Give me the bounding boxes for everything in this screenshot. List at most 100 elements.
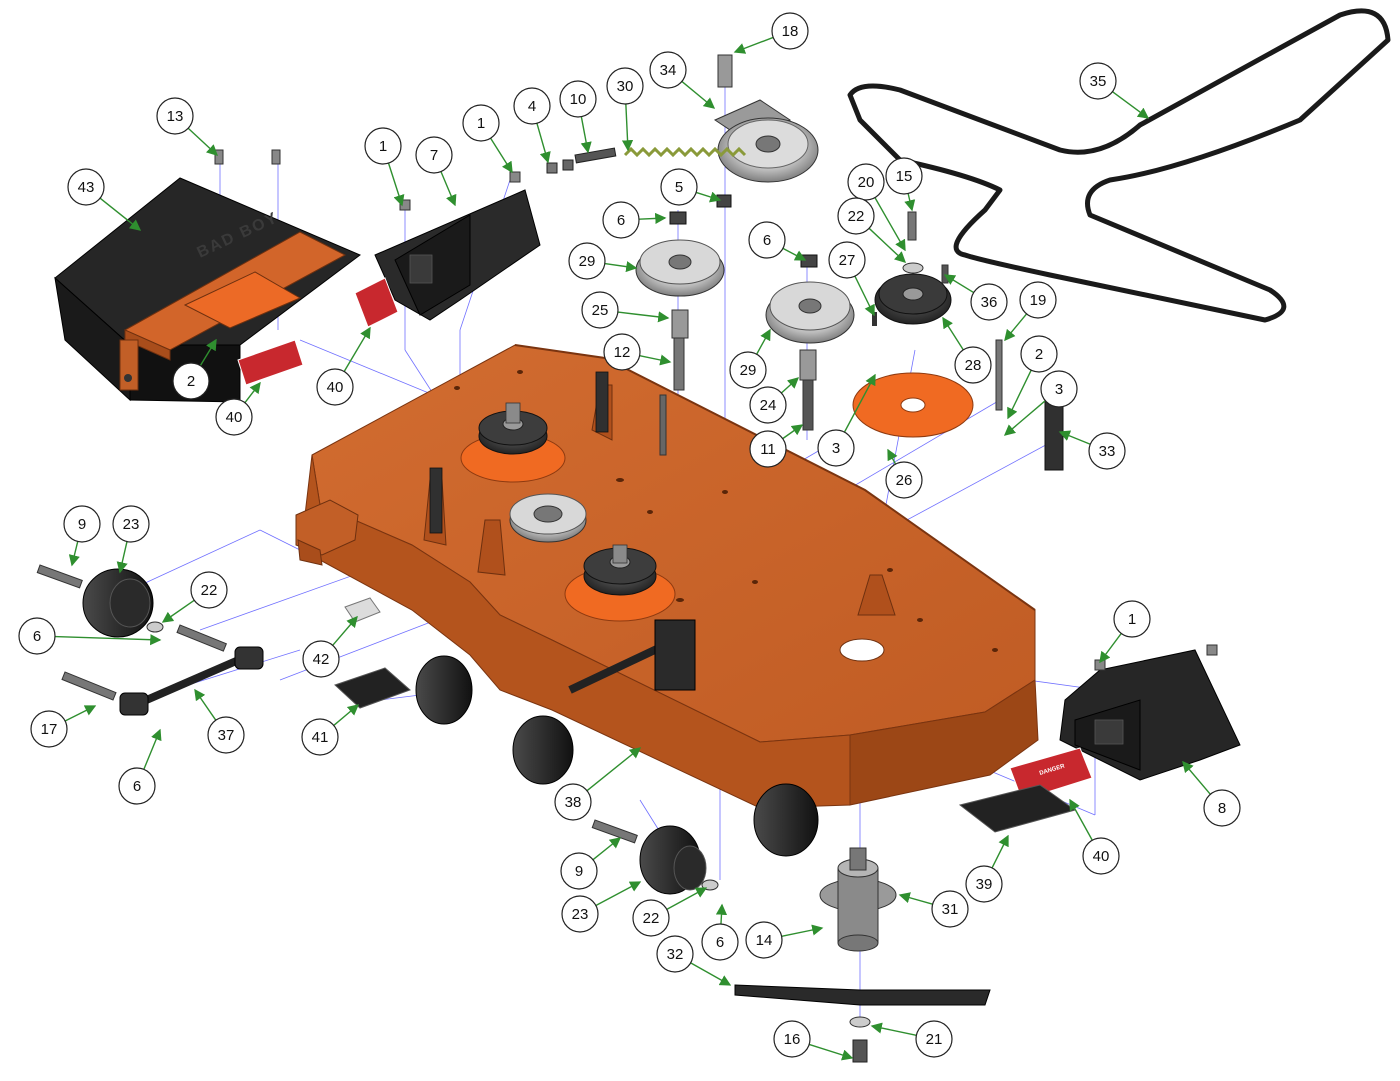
callout-number: 8 xyxy=(1218,800,1226,817)
callout-c32: 32 xyxy=(656,935,732,986)
callout-leader xyxy=(1112,91,1150,119)
callout-c15: 15 xyxy=(885,157,923,212)
callout-c12: 12 xyxy=(603,333,672,371)
callout-leader xyxy=(199,338,217,366)
callout-leader xyxy=(490,137,513,174)
callout-number: 29 xyxy=(740,362,757,379)
callout-c25: 25 xyxy=(581,291,670,329)
callout-number: 9 xyxy=(575,863,583,880)
callout-leader xyxy=(68,541,80,567)
callout-bubble xyxy=(513,87,551,125)
callout-bubble xyxy=(1082,837,1120,875)
callout-bubble xyxy=(915,1020,953,1058)
callout-c40c: 40 xyxy=(1069,798,1120,875)
callout-number: 39 xyxy=(976,876,993,893)
callout-number: 6 xyxy=(133,778,141,795)
callout-bubble xyxy=(118,767,156,805)
deflector-chute-8 xyxy=(1059,649,1241,781)
callout-number: 22 xyxy=(201,582,218,599)
callout-c2a: 2 xyxy=(1007,335,1058,420)
callout-bubble xyxy=(954,346,992,384)
callout-leader xyxy=(715,903,728,925)
callout-number: 6 xyxy=(716,934,724,951)
callout-bubble xyxy=(30,710,68,748)
callout-bubble xyxy=(817,429,855,467)
callout-leader xyxy=(782,424,804,440)
callout-leader xyxy=(244,381,261,404)
callout-leader xyxy=(874,197,906,252)
callout-c10: 10 xyxy=(559,80,597,154)
callout-leader xyxy=(639,354,672,366)
callout-leader xyxy=(991,834,1009,869)
callout-number: 2 xyxy=(187,373,195,390)
callout-leader xyxy=(904,193,916,212)
callout-bubble xyxy=(745,921,783,959)
callout-number: 11 xyxy=(760,441,776,458)
callout-c22a: 22 xyxy=(837,197,907,263)
callout-number: 38 xyxy=(565,794,582,811)
callout-c31: 31 xyxy=(898,890,969,928)
callout-number: 3 xyxy=(1055,381,1063,398)
callout-number: 20 xyxy=(858,174,875,191)
discharge-chute-guard: BAD BOY xyxy=(54,177,361,403)
callout-c42: 42 xyxy=(302,615,358,678)
callout-leader xyxy=(808,1043,854,1061)
spindle-plate-26 xyxy=(852,372,974,438)
callout-c19: 19 xyxy=(1004,281,1057,342)
deck-spindle-pulleys xyxy=(460,402,676,622)
callout-leader xyxy=(586,747,642,792)
callout-bubble xyxy=(847,163,885,201)
callout-c20: 20 xyxy=(847,163,906,252)
callout-number: 26 xyxy=(896,472,913,489)
pulley-29-right xyxy=(765,281,855,344)
callout-leader xyxy=(592,837,622,861)
callout-c29a: 29 xyxy=(568,242,638,280)
deflector-chute-7 xyxy=(374,189,541,321)
callout-c33: 33 xyxy=(1058,430,1126,470)
callout-leader xyxy=(681,80,716,109)
callout-leader xyxy=(187,127,219,156)
callout-bubble xyxy=(63,505,101,543)
callout-leader xyxy=(580,116,592,154)
callout-bubble xyxy=(632,899,670,937)
callout-number: 13 xyxy=(167,108,184,125)
callout-bubble xyxy=(837,197,875,235)
callout-c24: 24 xyxy=(749,377,800,424)
loose-hardware xyxy=(214,54,1218,671)
callout-bubble xyxy=(156,97,194,135)
callout-bubble xyxy=(462,104,500,142)
callout-c23a: 23 xyxy=(112,505,150,574)
callout-leader xyxy=(143,728,162,770)
callout-number: 35 xyxy=(1090,73,1107,90)
callout-leader xyxy=(898,892,933,905)
callout-number: 6 xyxy=(33,628,41,645)
callout-leader xyxy=(64,705,97,722)
callout-bubble xyxy=(415,136,453,174)
anti-scalp-wheels xyxy=(36,564,819,895)
callout-leader xyxy=(440,171,457,207)
callout-leader xyxy=(756,328,771,355)
callout-bubble xyxy=(1079,62,1117,100)
callout-number: 19 xyxy=(1030,292,1047,309)
callout-leader xyxy=(54,634,162,646)
callout-leader xyxy=(887,448,898,465)
callout-bubble xyxy=(1088,432,1126,470)
callout-c23b: 23 xyxy=(561,881,642,933)
mower-blade-32 xyxy=(734,984,991,1063)
callout-number: 40 xyxy=(327,379,344,396)
callout-bubble xyxy=(931,890,969,928)
callout-c35: 35 xyxy=(1079,62,1150,119)
callout-leader xyxy=(868,227,907,263)
callout-bubble xyxy=(828,241,866,279)
callout-c5: 5 xyxy=(660,168,722,206)
callout-number: 23 xyxy=(123,516,140,533)
callout-leader xyxy=(780,377,800,394)
callout-leader xyxy=(942,316,964,351)
callout-c37: 37 xyxy=(194,688,245,754)
callout-c43: 43 xyxy=(67,168,142,231)
callout-bubble xyxy=(970,283,1008,321)
callout-number: 6 xyxy=(617,212,625,229)
callout-leader xyxy=(194,688,217,721)
callout-leader xyxy=(733,36,774,54)
callout-bubble xyxy=(885,157,923,195)
